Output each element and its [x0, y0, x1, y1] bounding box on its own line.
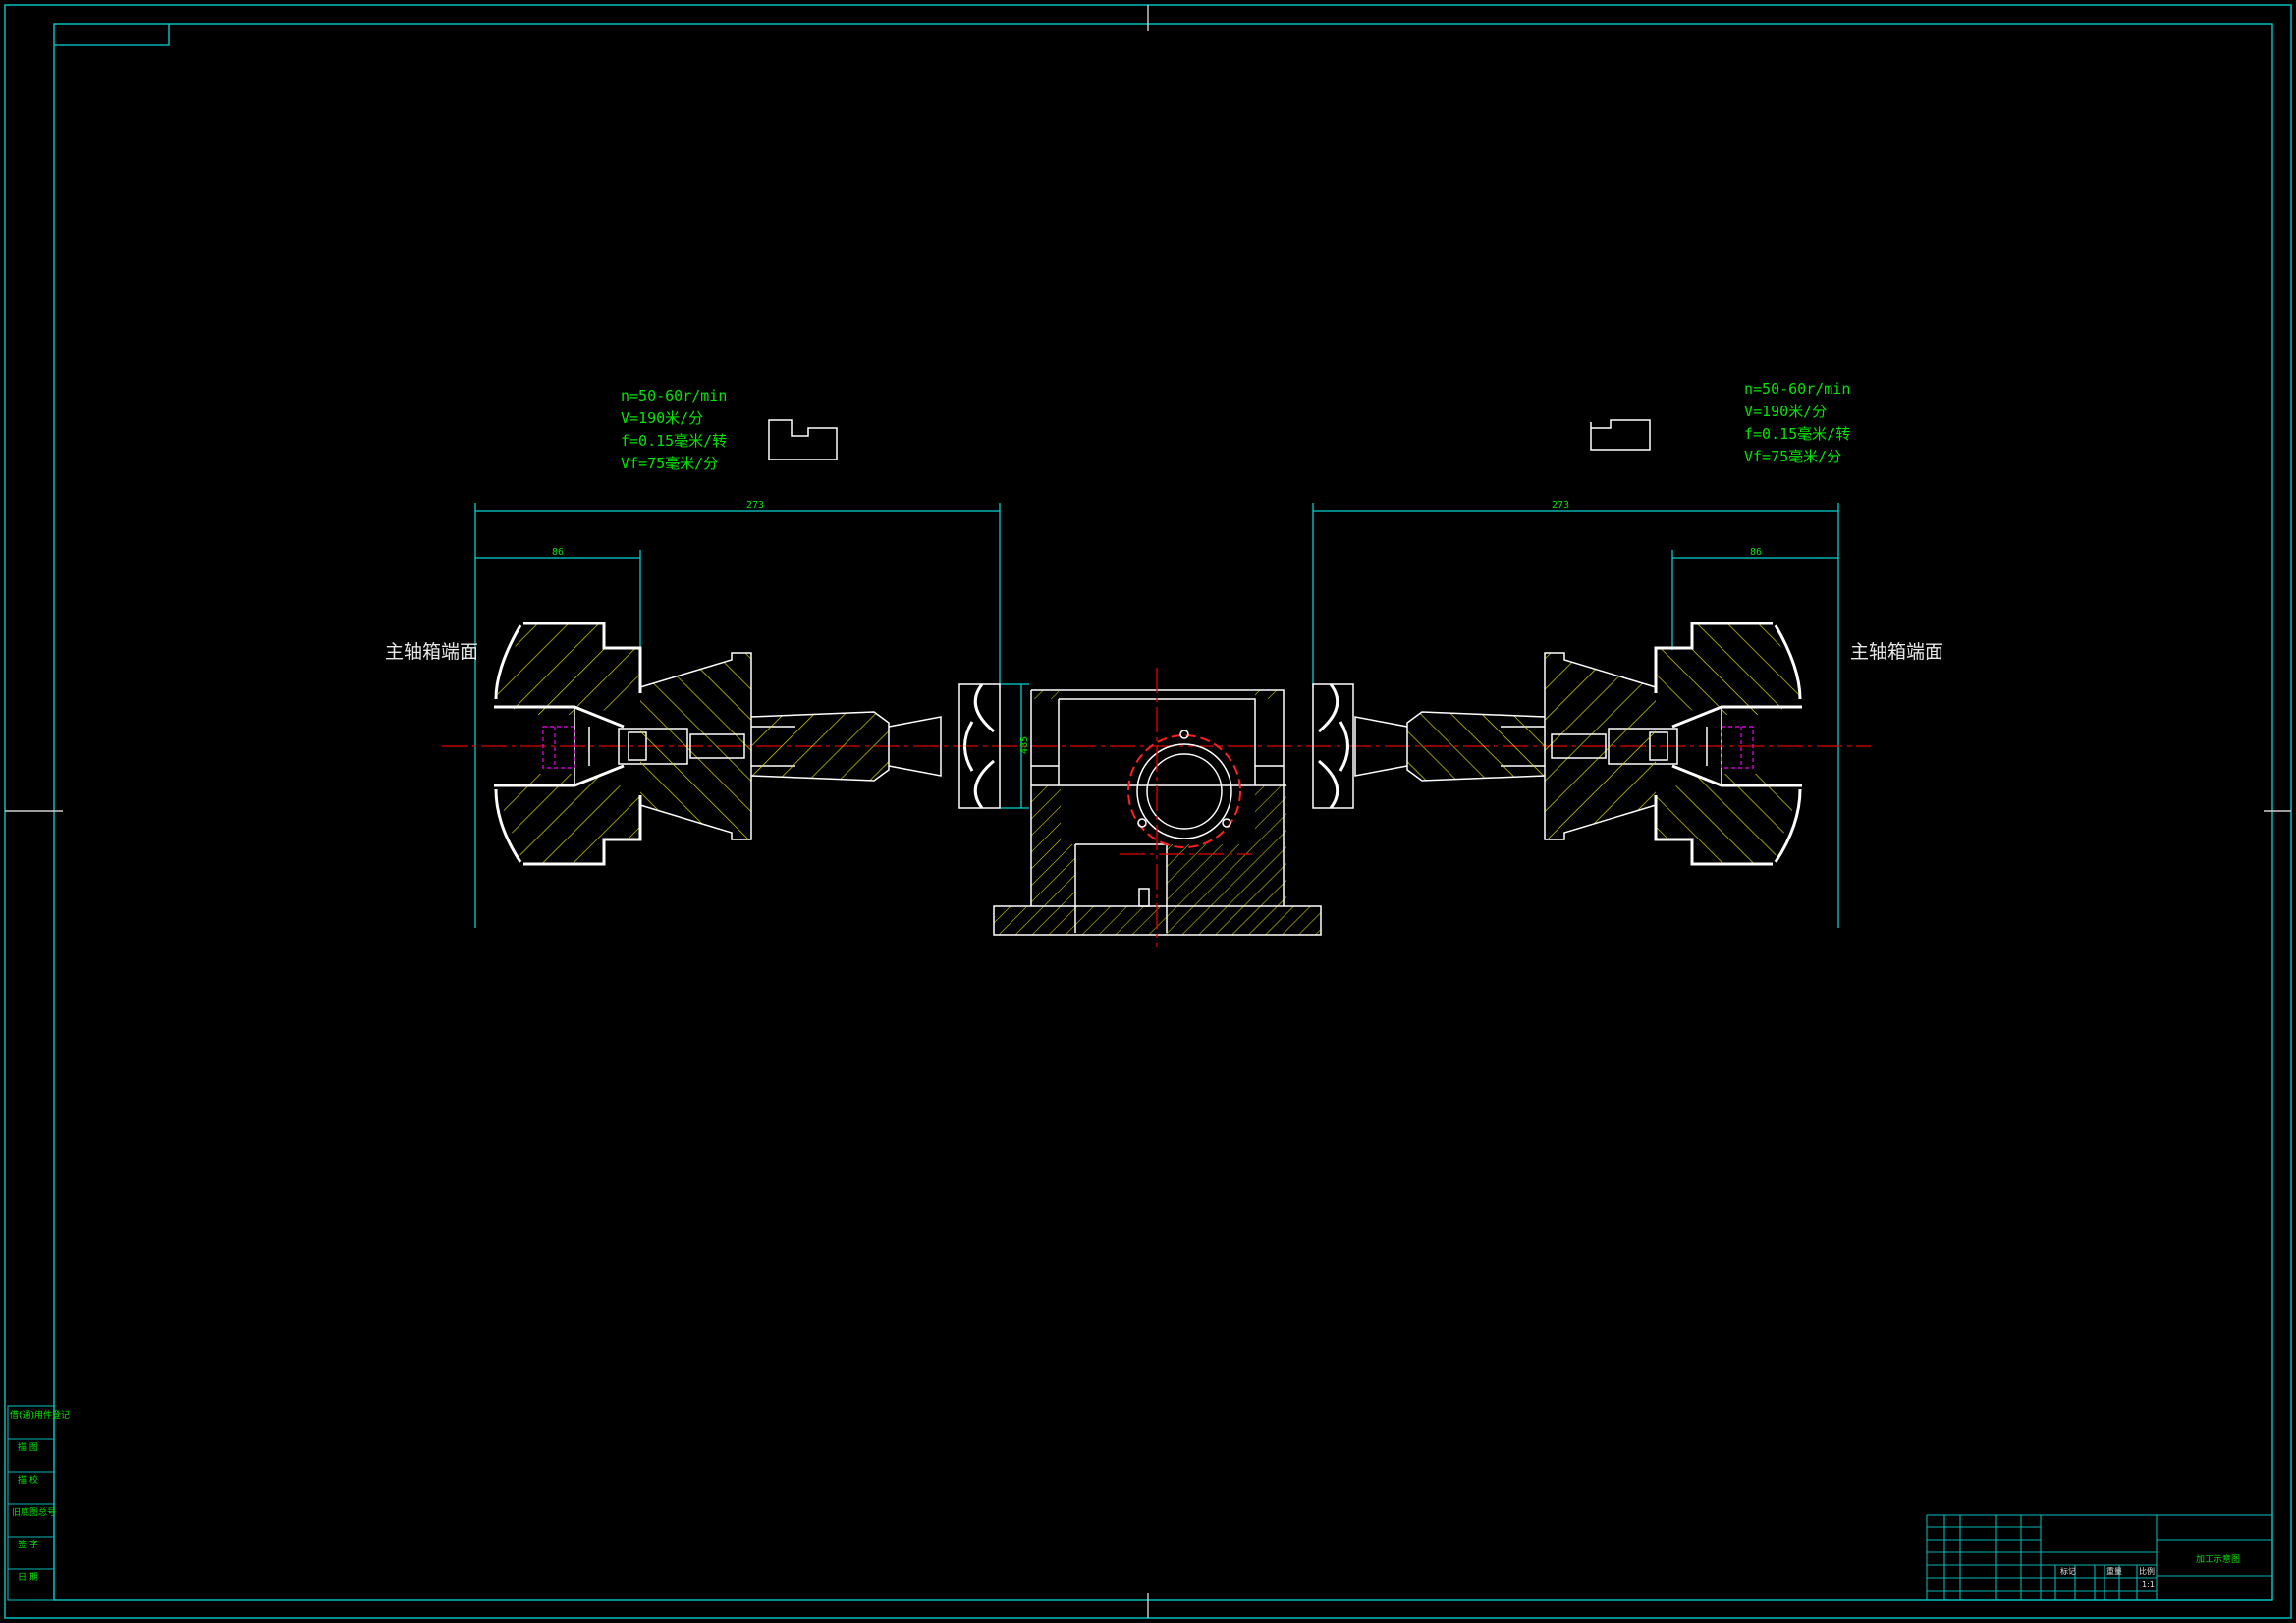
side-table: 借(通)用件登记 描 图 描 校 旧底图总号 签 字 日 期: [7, 1405, 70, 1601]
spindle-speed-left: n=50-60r/min: [621, 387, 727, 405]
weight-header: 重量: [2106, 1566, 2122, 1576]
side-row-3: 旧底图总号: [12, 1506, 56, 1518]
tool-sketch-left: [768, 419, 838, 460]
dimension-left-inner: 86: [475, 547, 641, 650]
cutter-right: [1312, 683, 1354, 809]
cutter-left: [958, 683, 1001, 809]
spindle-head-left: [492, 622, 943, 866]
dim-273-right: 273: [1552, 500, 1569, 511]
cutting-params-right: n=50-60r/min V=190米/分 f=0.15毫米/转 Vf=75毫米…: [1744, 380, 1850, 465]
inner-border: [53, 23, 2273, 1601]
dim-86-right: 86: [1750, 547, 1762, 558]
drawing-name: 加工示意图: [2196, 1553, 2240, 1565]
dimension-left-overall: 273: [474, 500, 1001, 928]
dim-86-left: 86: [552, 547, 564, 558]
mark-header: 标记: [2060, 1566, 2076, 1576]
side-row-1: 描 图: [18, 1441, 38, 1453]
cutting-speed-right: V=190米/分: [1744, 403, 1827, 420]
spindle-speed-right: n=50-60r/min: [1744, 380, 1850, 398]
feed-right: f=0.15毫米/转: [1744, 425, 1850, 443]
feed-left: f=0.15毫米/转: [621, 432, 727, 450]
feed-rate-right: Vf=75毫米/分: [1744, 448, 1841, 465]
side-row-2: 描 校: [18, 1474, 38, 1486]
side-row-0: 借(通)用件登记: [10, 1409, 70, 1421]
side-row-4: 签 字: [18, 1539, 38, 1550]
dim-273-left: 273: [746, 500, 764, 511]
scale-header: 比例: [2139, 1566, 2155, 1576]
spindle-face-label-left: 主轴箱端面: [385, 641, 478, 663]
scale-value: 1:1: [2142, 1580, 2155, 1589]
spindle-head-right: [1353, 622, 1804, 866]
title-block: 标记 重量 比例 1:1 加工示意图: [1926, 1514, 2273, 1601]
dim-485: 485: [1019, 736, 1030, 754]
workpiece-fixture: [993, 668, 1322, 947]
side-row-5: 日 期: [18, 1572, 38, 1583]
tool-sketch-right: [1590, 419, 1651, 451]
dimension-center-vertical: 485: [1000, 683, 1030, 809]
cutting-speed-left: V=190米/分: [621, 409, 703, 427]
corner-mark-box: [54, 24, 170, 46]
dimension-right-inner: 86: [1671, 547, 1838, 650]
feed-rate-left: Vf=75毫米/分: [621, 455, 718, 472]
outer-border: [4, 4, 2292, 1619]
dimension-right-overall: 273: [1312, 500, 1839, 928]
cutting-params-left: n=50-60r/min V=190米/分 f=0.15毫米/转 Vf=75毫米…: [621, 387, 727, 472]
spindle-face-label-right: 主轴箱端面: [1850, 641, 1943, 663]
